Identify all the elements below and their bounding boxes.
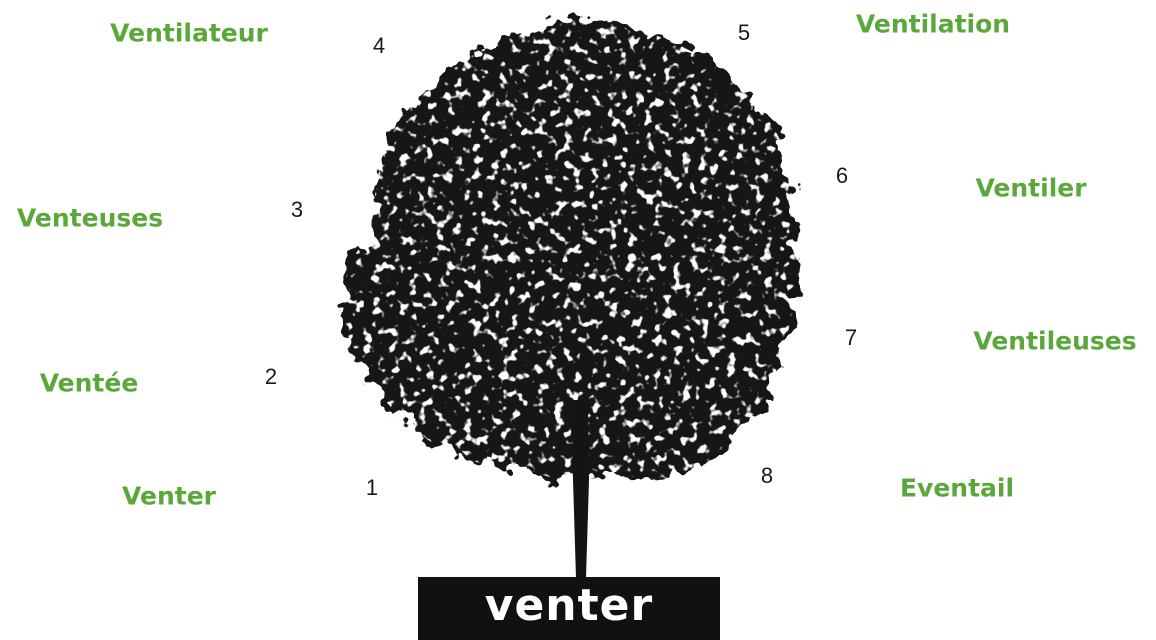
branch-number-4: 4	[372, 33, 386, 58]
root-word-box: venter	[418, 577, 720, 640]
word-ventee: Ventée	[39, 368, 139, 398]
branch-number-1: 1	[365, 475, 379, 500]
word-eventail: Eventail	[899, 473, 1015, 503]
word-ventileuses: Ventileuses	[973, 326, 1137, 356]
branch-number-6: 6	[835, 163, 849, 188]
tree-crown	[343, 19, 800, 481]
word-venteuses: Venteuses	[16, 203, 164, 233]
word-venter: Venter	[122, 481, 216, 511]
word-ventiler: Ventiler	[975, 173, 1087, 203]
branch-number-7: 7	[844, 325, 858, 350]
branch-number-8: 8	[760, 463, 774, 488]
branch-number-3: 3	[290, 197, 304, 222]
word-ventilateur: Ventilateur	[110, 18, 268, 48]
branch-number-2: 2	[264, 364, 278, 389]
word-ventilation: Ventilation	[855, 9, 1011, 39]
tree-trunk	[572, 400, 589, 578]
root-word-label: venter	[484, 580, 654, 631]
branch-number-5: 5	[737, 20, 751, 45]
